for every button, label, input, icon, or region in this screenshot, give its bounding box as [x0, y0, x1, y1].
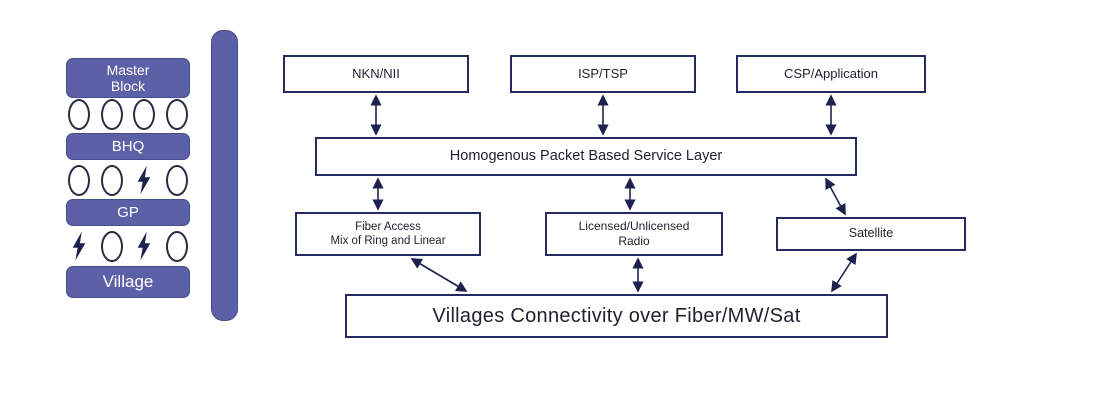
chain-link-ellipse-icon: [68, 98, 90, 130]
lightning-icon: [68, 230, 90, 262]
level-village: Village: [66, 266, 190, 298]
node-service-layer: Homogenous Packet Based Service Layer: [315, 137, 857, 176]
chain-link-ellipse-icon: [100, 98, 123, 130]
lightning-icon: [133, 230, 155, 262]
lightning-icon: [133, 164, 155, 196]
node-csp-application: CSP/Application: [736, 55, 926, 93]
node-nkn-nii: NKN/NII: [283, 55, 469, 93]
arrow-service-satellite: [825, 177, 846, 216]
node-licensed-unlicensed-radio: Licensed/Unlicensed Radio: [545, 212, 723, 256]
level-bhq: BHQ: [66, 133, 190, 160]
vertical-bar: [211, 30, 238, 321]
node-villages-connectivity: Villages Connectivity over Fiber/MW/Sat: [345, 294, 888, 338]
chain-link-ellipse-icon: [133, 98, 156, 130]
node-satellite: Satellite: [776, 217, 966, 251]
level-gp: GP: [66, 199, 190, 226]
level-master-block: Master Block: [66, 58, 190, 98]
node-fiber-access: Fiber Access Mix of Ring and Linear: [295, 212, 481, 256]
chain-link-ellipse-icon: [68, 164, 90, 196]
arrow-fiber-villages: [410, 258, 468, 292]
node-isp-tsp: ISP/TSP: [510, 55, 696, 93]
chain-link-ellipse-icon: [165, 98, 188, 130]
link-icon-row: [66, 97, 190, 131]
chain-link-ellipse-icon: [100, 230, 123, 262]
arrow-satellite-villages: [831, 252, 857, 293]
link-icon-row: [66, 229, 190, 263]
chain-link-ellipse-icon: [100, 164, 123, 196]
link-icon-row: [66, 163, 190, 197]
chain-link-ellipse-icon: [165, 230, 188, 262]
chain-link-ellipse-icon: [165, 164, 188, 196]
